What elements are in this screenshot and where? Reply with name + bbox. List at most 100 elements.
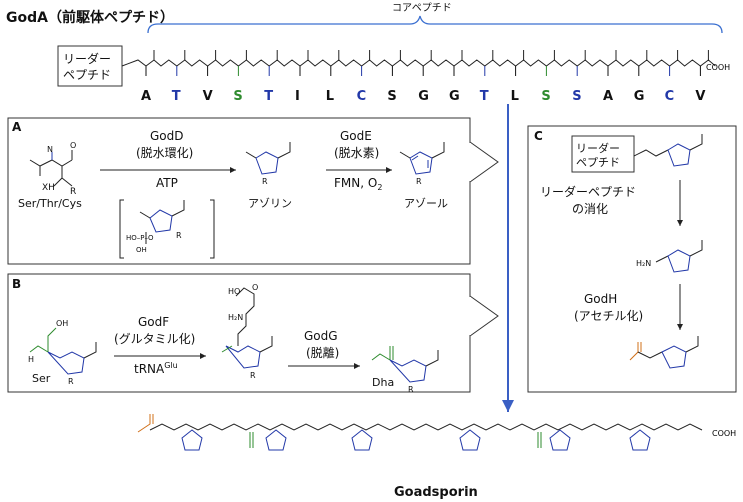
panel-a-pointer <box>469 141 499 183</box>
goadsporin-backbone <box>149 423 703 431</box>
intermediate-bracket-left <box>119 199 124 259</box>
panel-b-pointer <box>469 295 499 337</box>
godf-sub: (グルタミル化) <box>114 332 195 346</box>
svg-text:ペプチド: ペプチド <box>576 156 620 169</box>
sequence-letter: T <box>172 89 181 104</box>
panel-a-box <box>7 117 471 265</box>
svg-text:H₂N: H₂N <box>636 259 651 268</box>
glutamyl-ser-structure <box>221 287 273 369</box>
goadsporin-label: Goadsporin <box>394 485 478 500</box>
azole-ring <box>549 429 571 451</box>
godg-label: GodG <box>304 329 338 343</box>
azoline-label: アゾリン <box>248 197 292 210</box>
leader-peptide-label-2: ペプチド <box>63 68 111 82</box>
svg-text:O: O <box>252 283 258 292</box>
svg-text:R: R <box>176 231 182 240</box>
dha-label: Dha <box>372 376 394 389</box>
sequence-letter: V <box>695 89 705 104</box>
godh-label: GodH <box>584 292 617 306</box>
sequence-letter: T <box>264 89 273 104</box>
panel-a-label: A <box>12 120 22 134</box>
leader-peptide-label-1: リーダー <box>63 51 111 66</box>
azole-label: アゾール <box>404 197 448 210</box>
gode-label: GodE <box>340 129 372 143</box>
panel-c-structure-3 <box>629 336 699 369</box>
sequence-letter: G <box>418 89 429 104</box>
sequence-letter: A <box>603 89 613 104</box>
digestion-label-2: の消化 <box>572 202 608 216</box>
core-peptide-bracket <box>147 15 723 34</box>
page-title: GodA（前駆体ペプチド） <box>6 9 174 26</box>
panel-c-structure-1 <box>633 134 703 167</box>
sequence-letter: A <box>141 89 151 104</box>
svg-text:OH: OH <box>136 246 147 254</box>
backbone-path <box>121 59 716 67</box>
svg-text:R: R <box>408 385 414 394</box>
azole-ring <box>265 429 287 451</box>
azole-ring <box>459 429 481 451</box>
azole-ring <box>629 429 651 451</box>
digestion-label-1: リーダーペプチド <box>540 184 636 199</box>
azole-ring <box>181 429 203 451</box>
svg-text:N: N <box>47 145 53 154</box>
intermediate-bracket-right <box>210 199 215 259</box>
svg-text:H₂N: H₂N <box>228 313 243 322</box>
precursor-backbone <box>121 50 716 76</box>
r-label-substrate: R <box>70 187 76 197</box>
panel-c-leader-box <box>571 135 635 173</box>
core-peptide-label: コアペプチド <box>392 2 452 14</box>
sequence-letter: L <box>511 89 519 104</box>
godf-label: GodF <box>138 315 169 329</box>
svg-text:R: R <box>250 371 256 380</box>
ser-thr-cys-structure <box>29 150 73 187</box>
xh-label: XH <box>42 183 55 193</box>
svg-text:HO: HO <box>228 287 240 296</box>
godg-sub: (脱離) <box>306 345 339 360</box>
trna-label: tRNAGlu <box>134 361 178 376</box>
sequence-letter: V <box>203 89 213 104</box>
svg-text:H: H <box>28 355 34 364</box>
leader-peptide-box <box>57 45 123 87</box>
dha-structure <box>371 346 439 383</box>
phospho-intermediate-structure <box>139 200 185 244</box>
svg-text:R: R <box>68 377 74 386</box>
sequence-letter: S <box>387 89 396 104</box>
sequence-letter: L <box>326 89 334 104</box>
svg-text:リーダー: リーダー <box>576 141 620 155</box>
svg-text:R: R <box>416 177 422 186</box>
sequence-letter: S <box>541 89 550 104</box>
fmn-label: FMN, O2 <box>334 176 382 192</box>
godh-sub: (アセチル化) <box>574 309 643 323</box>
gode-sub: (脱水素) <box>334 145 379 160</box>
azole-structure <box>399 142 445 175</box>
godd-sub: (脱水環化) <box>136 145 193 160</box>
azole-ring <box>351 429 373 451</box>
ser-label: Ser <box>32 372 51 385</box>
panel-c-label: C <box>534 129 543 143</box>
godd-label: GodD <box>150 129 184 143</box>
atp-label: ATP <box>156 176 178 190</box>
goadsporin-cooh: COOH <box>712 429 736 438</box>
sequence-letter: G <box>634 89 645 104</box>
cooh-label: COOH <box>706 63 730 72</box>
panel-b-label: B <box>12 277 21 291</box>
svg-text:R: R <box>262 177 268 186</box>
sequence-letter: C <box>357 89 367 104</box>
goadsporin-structure: COOH <box>137 414 736 451</box>
dha-residue <box>537 432 542 448</box>
sequence-letters: A T V S T I L C S G G T L S S A G C V COOH <box>141 63 730 104</box>
sequence-letter: T <box>480 89 489 104</box>
sequence-letter: G <box>449 89 460 104</box>
sequence-letter: C <box>665 89 675 104</box>
sequence-letter: S <box>233 89 242 104</box>
acetyl-group <box>137 414 154 433</box>
svg-text:O: O <box>70 141 76 150</box>
svg-text:OH: OH <box>56 319 68 328</box>
svg-text:HO–P–O: HO–P–O <box>126 234 154 242</box>
sequence-letter: S <box>572 89 581 104</box>
panel-c-structure-2 <box>655 240 703 273</box>
dha-residue <box>249 432 254 448</box>
sequence-letter: I <box>295 89 300 104</box>
substrate-label: Ser/Thr/Cys <box>18 197 82 210</box>
